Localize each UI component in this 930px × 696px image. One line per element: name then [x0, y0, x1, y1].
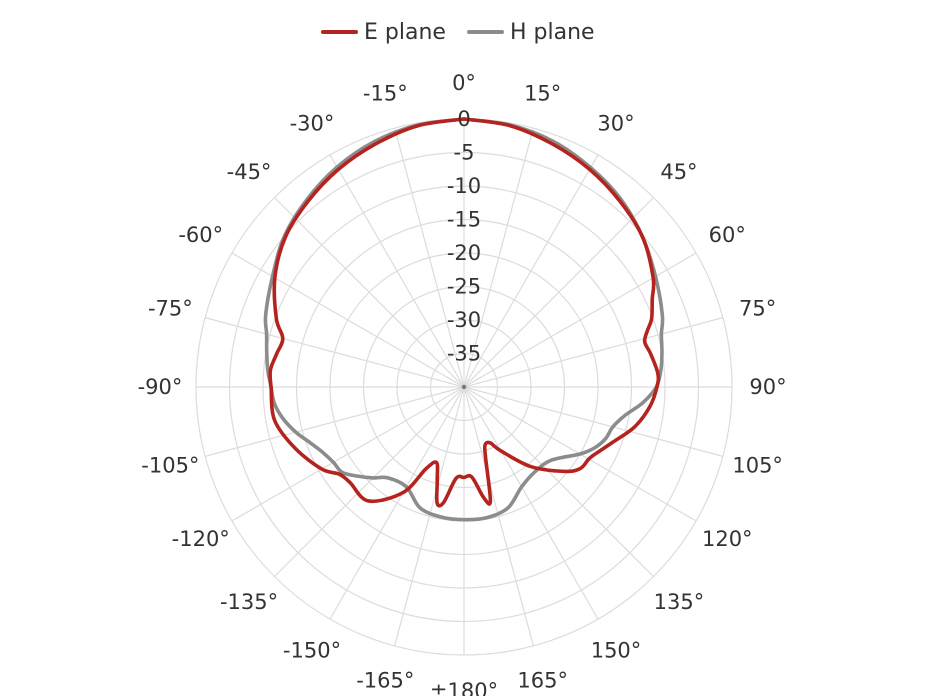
angular-tick-label: -105°: [141, 454, 199, 478]
angular-tick-label: 150°: [591, 638, 642, 662]
angular-tick-label: 90°: [749, 375, 786, 399]
grid-spoke: [463, 154, 599, 388]
grid-spoke: [204, 317, 465, 388]
legend-item-e-plane[interactable]: E plane: [321, 20, 446, 45]
angular-tick-label: 0°: [452, 71, 476, 95]
grid-spoke: [463, 252, 697, 388]
angular-tick-label: 135°: [654, 590, 705, 614]
radial-tick-label: -35: [447, 342, 481, 366]
radial-tick-label: -30: [447, 308, 481, 332]
grid-spoke: [463, 386, 599, 620]
legend: E plane H plane: [321, 20, 595, 45]
angular-tick-label: 75°: [739, 296, 776, 320]
grid-spoke: [463, 197, 654, 388]
grid-spoke: [231, 386, 465, 522]
angular-tick-label: -120°: [172, 527, 230, 551]
angular-tick-label: 45°: [660, 160, 697, 184]
angular-tick-label: -135°: [220, 590, 278, 614]
radial-tick-label: -20: [447, 241, 481, 265]
grid-spoke: [463, 127, 534, 388]
radial-tick-label: 0: [457, 107, 470, 131]
grid-spoke: [463, 386, 724, 457]
angular-tick-label: -60°: [178, 223, 223, 247]
series-layer: [263, 117, 665, 522]
angular-tick-label: -30°: [290, 112, 335, 136]
grid-spoke: [463, 386, 654, 577]
series-line-h-plane: [263, 117, 665, 522]
grid-spoke: [274, 197, 465, 388]
polar-grid: [195, 118, 733, 656]
angular-tick-label: 30°: [597, 112, 634, 136]
angular-tick-label: 105°: [732, 454, 783, 478]
grid-spoke: [329, 154, 465, 388]
legend-label-h-plane: H plane: [510, 20, 595, 45]
angular-tick-label: -90°: [138, 375, 183, 399]
angular-tick-label: -15°: [363, 81, 408, 105]
legend-item-h-plane[interactable]: H plane: [467, 20, 595, 45]
grid-spoke: [231, 252, 465, 388]
grid-spoke: [463, 317, 724, 388]
angular-tick-label: -45°: [227, 160, 272, 184]
grid-spoke: [274, 386, 465, 577]
center-point: [461, 384, 467, 390]
series-line-e-plane: [268, 117, 661, 508]
radial-tick-label: -25: [447, 275, 481, 299]
radial-tick-label: -10: [447, 174, 481, 198]
radial-tick-label: -15: [447, 208, 481, 232]
angular-tick-label: ±180°: [430, 679, 498, 696]
grid-spoke: [394, 386, 465, 647]
legend-label-e-plane: E plane: [364, 20, 446, 45]
angular-tick-label: 15°: [524, 81, 561, 105]
grid-spoke: [394, 127, 465, 388]
grid-spoke: [463, 386, 534, 647]
grid-spoke: [329, 386, 465, 620]
angular-tick-label: -75°: [148, 296, 193, 320]
angular-tick-label: 165°: [517, 669, 568, 693]
angular-tick-labels: 0° 15° 30° 45° 60° 75° 90° 105° 120° 135° 150° 165°…: [138, 71, 787, 696]
angular-tick-label: -150°: [283, 638, 341, 662]
radial-tick-labels: 0 -5 -10 -15 -20 -25 -30 -35: [447, 107, 481, 366]
grid-spoke: [204, 386, 465, 457]
angular-tick-label: 120°: [702, 527, 753, 551]
angular-tick-label: -165°: [356, 669, 414, 693]
angular-tick-label: 60°: [709, 223, 746, 247]
radial-tick-label: -5: [454, 141, 475, 165]
